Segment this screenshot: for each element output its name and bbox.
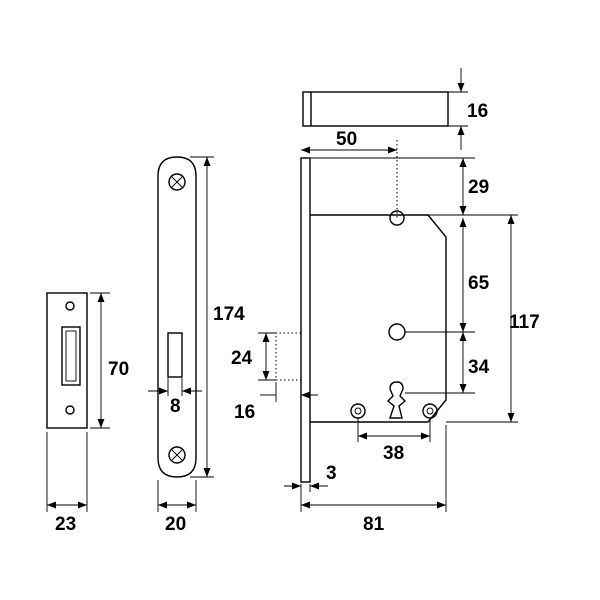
case-height-dimension: 117 [446, 214, 540, 423]
lock-case [310, 210, 447, 423]
top-offset-dimension: 29 [310, 157, 489, 216]
bolt-thickness-label: 16 [467, 101, 488, 122]
backset-dimension: 50 [301, 129, 398, 218]
bolt-thickness-dimension: 16 [448, 68, 488, 150]
key-spacing-dimension: 38 [357, 418, 431, 464]
backset-label: 50 [336, 129, 357, 150]
faceplate-width-label: 20 [165, 514, 186, 535]
strike-height-label: 70 [108, 359, 129, 380]
lower-spacing-label: 34 [468, 357, 490, 378]
latch-height-dimension: 24 [231, 332, 276, 381]
deadbolt [302, 91, 449, 127]
latch-opening-label: 8 [170, 396, 181, 417]
faceplate-width-dimension: 20 [157, 480, 197, 535]
latch-projection-label: 16 [234, 402, 255, 423]
key-spacing-label: 38 [383, 443, 404, 464]
latch-height-label: 24 [231, 348, 253, 369]
overall-depth-dimension: 81 [301, 425, 447, 535]
strike-height-dimension: 70 [90, 292, 129, 429]
top-offset-label: 29 [468, 177, 489, 198]
overall-depth-label: 81 [363, 514, 385, 535]
latch-bolt [275, 332, 301, 381]
faceplate-height-label: 174 [213, 304, 245, 325]
lock-forend [300, 157, 311, 483]
upper-spacing-dimension: 65 [405, 218, 490, 333]
lower-spacing-dimension: 34 [405, 332, 490, 394]
latch-opening-dimension: 8 [148, 378, 202, 417]
strike-width-dimension: 23 [46, 432, 88, 535]
upper-spacing-label: 65 [468, 273, 490, 294]
faceplate-height-dimension: 174 [190, 156, 245, 478]
latch-projection-dimension: 16 [234, 382, 318, 423]
forend-thickness-label: 3 [326, 463, 337, 484]
strike-plate [46, 292, 88, 429]
faceplate [157, 156, 197, 478]
case-height-label: 117 [509, 312, 540, 333]
strike-width-label: 23 [55, 514, 76, 535]
